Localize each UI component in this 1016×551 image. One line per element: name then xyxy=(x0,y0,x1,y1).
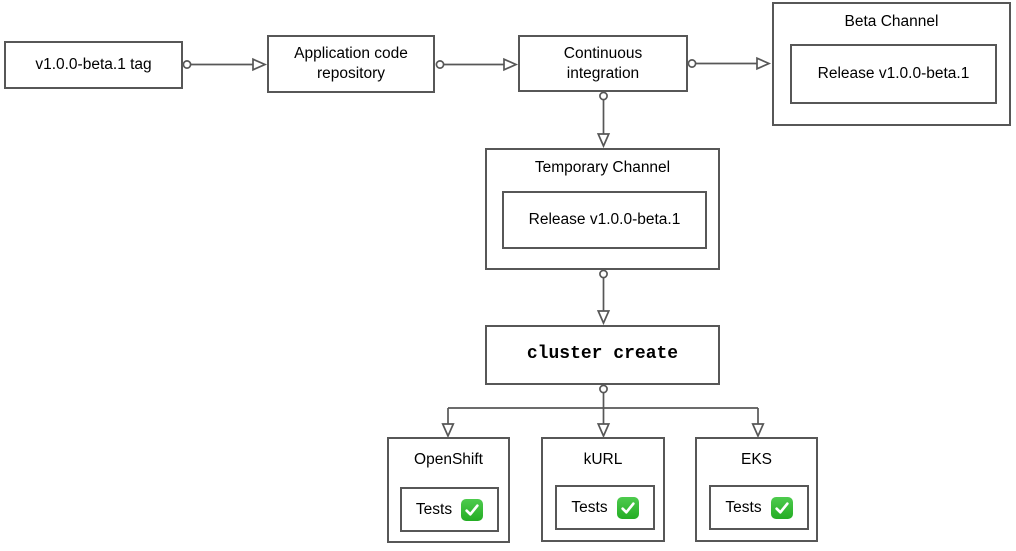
node-eks-tests: Tests xyxy=(709,485,809,530)
check-mark-icon xyxy=(770,496,793,519)
check-mark-icon xyxy=(461,498,484,521)
cluster-title: EKS xyxy=(740,451,772,468)
tests-label: Tests xyxy=(725,498,762,516)
connector-ci-to-beta-channel xyxy=(687,56,772,71)
group-cluster-kurl: kURL Tests xyxy=(541,437,665,542)
node-application-code-repository: Application code repository xyxy=(267,35,435,93)
group-cluster-eks: EKS Tests xyxy=(695,437,818,542)
connector-cluster-create-to-clusters xyxy=(441,384,765,439)
temporary-channel-title: Temporary Channel xyxy=(534,159,671,176)
cluster-title: kURL xyxy=(583,451,623,468)
node-temporary-release: Release v1.0.0-beta.1 xyxy=(502,191,707,249)
tests-label: Tests xyxy=(571,498,608,516)
group-cluster-openshift: OpenShift Tests xyxy=(387,437,510,543)
node-kurl-tests: Tests xyxy=(555,485,655,530)
connector-temporary-channel-to-cluster-create xyxy=(596,269,611,326)
node-beta-release: Release v1.0.0-beta.1 xyxy=(790,44,997,104)
node-continuous-integration: Continuous integration xyxy=(518,35,688,92)
node-openshift-tests: Tests xyxy=(400,487,499,532)
group-temporary-channel: Temporary Channel Release v1.0.0-beta.1 xyxy=(485,148,720,270)
node-cluster-create: cluster create xyxy=(485,325,720,385)
cluster-title: OpenShift xyxy=(414,451,483,468)
node-version-tag: v1.0.0-beta.1 tag xyxy=(4,41,183,89)
connector-repo-to-ci xyxy=(435,57,519,72)
group-beta-channel: Beta Channel Release v1.0.0-beta.1 xyxy=(772,2,1011,126)
tests-label: Tests xyxy=(415,500,453,518)
connector-tag-to-repo xyxy=(182,57,268,72)
check-mark-icon xyxy=(616,496,639,519)
beta-channel-title: Beta Channel xyxy=(844,13,939,30)
connector-ci-to-temporary-channel xyxy=(596,91,611,149)
